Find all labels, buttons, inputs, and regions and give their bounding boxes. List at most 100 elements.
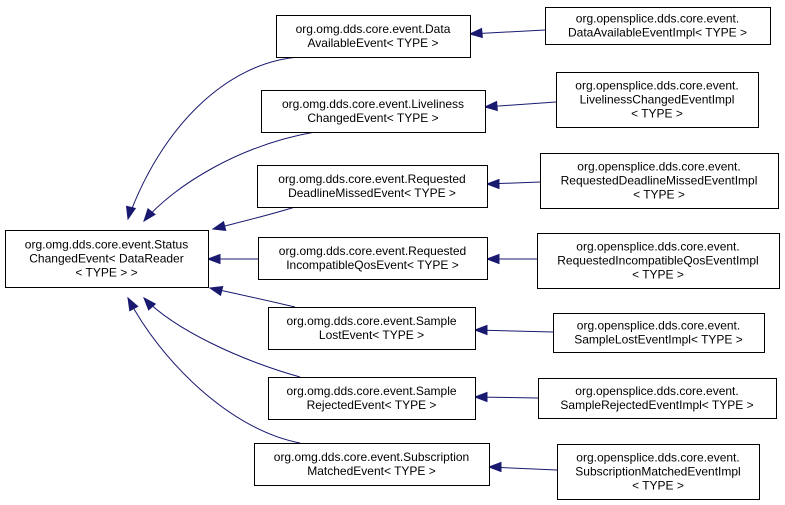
class-node-sample-lost[interactable]: org.omg.dds.core.event.SampleLostEvent< … — [268, 307, 476, 350]
inheritance-arrowhead — [473, 391, 488, 403]
class-node-deadline-impl[interactable]: org.opensplice.dds.core.event.RequestedD… — [540, 153, 779, 209]
edge-line — [209, 287, 296, 308]
class-name-line: < TYPE > > — [75, 266, 137, 280]
class-node-subscription[interactable]: org.omg.dds.core.event.SubscriptionMatch… — [254, 443, 490, 486]
class-name-line: RequestedDeadlineMissedEventImpl — [561, 174, 758, 188]
inheritance-arrowhead — [485, 178, 500, 190]
inheritance-arrowhead — [468, 27, 483, 39]
class-name-line: org.opensplice.dds.core.event. — [575, 384, 738, 398]
class-node-sample-lost-impl[interactable]: org.opensplice.dds.core.event.SampleLost… — [553, 313, 765, 353]
inheritance-arrowhead — [127, 296, 139, 312]
edge-sample-rejected-to-status — [143, 296, 301, 378]
edge-subscription-impl-to-subscription — [487, 461, 558, 473]
class-node-data-available[interactable]: org.omg.dds.core.event.DataAvailableEven… — [276, 15, 471, 58]
inheritance-arrowhead — [143, 296, 157, 311]
edge-line — [143, 297, 301, 378]
class-name-line: org.omg.dds.core.event.Sample — [286, 314, 456, 328]
class-name-line: LostEvent< TYPE > — [319, 328, 424, 342]
class-name-line: org.omg.dds.core.event.Subscription — [274, 450, 469, 464]
class-box — [538, 378, 777, 419]
inheritance-arrowhead — [206, 253, 221, 265]
class-name-line: LivelinessChangedEventImpl — [580, 93, 735, 107]
class-node-incompatible[interactable]: org.omg.dds.core.event.RequestedIncompat… — [258, 237, 488, 280]
edge-liveliness-impl-to-liveliness — [483, 100, 557, 112]
class-name-line: org.omg.dds.core.event.Requested — [278, 172, 465, 186]
class-name-line: org.opensplice.dds.core.event. — [576, 451, 739, 465]
class-box — [258, 237, 488, 280]
class-name-line: org.opensplice.dds.core.event. — [577, 160, 740, 174]
class-name-line: SampleRejectedEventImpl< TYPE > — [560, 398, 753, 412]
class-node-data-available-impl[interactable]: org.opensplice.dds.core.event.DataAvaila… — [545, 7, 771, 45]
class-node-liveliness[interactable]: org.omg.dds.core.event.LivelinessChanged… — [261, 90, 486, 133]
edge-incompatible-impl-to-incompatible — [485, 253, 537, 265]
class-name-line: < TYPE > — [631, 107, 683, 121]
class-name-line: RequestedIncompatibleQosEventImpl — [557, 254, 758, 268]
class-name-line: < TYPE > — [632, 479, 684, 493]
class-box — [553, 313, 765, 353]
class-node-sample-rejected[interactable]: org.omg.dds.core.event.SampleRejectedEve… — [268, 377, 476, 420]
edge-subscription-to-status — [127, 296, 301, 444]
class-box — [254, 443, 490, 486]
class-name-line: MatchedEvent< TYPE > — [307, 464, 436, 478]
edge-line — [474, 329, 554, 333]
class-box — [556, 72, 759, 128]
edge-sample-rejected-impl-to-sample-rejected — [473, 391, 539, 403]
class-name-line: org.omg.dds.core.event.Status — [25, 238, 188, 252]
edge-line — [143, 131, 316, 222]
edge-line — [127, 56, 301, 220]
class-name-line: < TYPE > — [633, 188, 685, 202]
class-box — [257, 165, 488, 208]
edge-line — [469, 29, 546, 35]
class-node-deadline[interactable]: org.omg.dds.core.event.RequestedDeadline… — [257, 165, 488, 208]
class-box — [545, 7, 771, 45]
edge-sample-lost-impl-to-sample-lost — [473, 324, 554, 336]
class-box — [5, 230, 209, 288]
class-name-line: org.opensplice.dds.core.event. — [575, 79, 738, 93]
edge-incompatible-to-status — [206, 253, 258, 265]
class-name-line: RejectedEvent< TYPE > — [307, 398, 437, 412]
class-box — [268, 307, 476, 350]
inheritance-arrowhead — [487, 461, 502, 473]
inheritance-arrowhead — [483, 100, 498, 112]
class-node-subscription-impl[interactable]: org.opensplice.dds.core.event.Subscripti… — [557, 444, 760, 500]
class-name-line: org.omg.dds.core.event.Liveliness — [282, 97, 464, 111]
edge-sample-lost-to-status — [208, 285, 296, 308]
nodes-layer: org.omg.dds.core.event.StatusChangedEven… — [5, 7, 780, 500]
edge-liveliness-to-status — [143, 131, 316, 223]
edge-line — [127, 297, 301, 444]
class-name-line: ChangedEvent< TYPE > — [307, 111, 438, 125]
edge-deadline-impl-to-deadline — [485, 178, 541, 190]
class-name-line: SampleLostEventImpl< TYPE > — [574, 333, 743, 347]
edge-deadline-to-status — [211, 206, 296, 232]
class-name-line: org.omg.dds.core.event.Sample — [286, 384, 456, 398]
class-name-line: org.opensplice.dds.core.event. — [576, 12, 739, 26]
class-name-line: IncompatibleQosEvent< TYPE > — [286, 258, 459, 272]
class-name-line: SubscriptionMatchedEventImpl — [575, 465, 740, 479]
class-box — [268, 377, 476, 420]
class-box — [540, 153, 779, 209]
inheritance-arrowhead — [211, 220, 227, 232]
edge-data-available-impl-to-data-available — [468, 27, 546, 39]
class-node-sample-rejected-impl[interactable]: org.opensplice.dds.core.event.SampleReje… — [538, 378, 777, 419]
class-name-line: ChangedEvent< DataReader — [29, 252, 183, 266]
class-box — [276, 15, 471, 58]
class-node-incompatible-impl[interactable]: org.opensplice.dds.core.event.RequestedI… — [537, 233, 780, 289]
edge-line — [212, 206, 296, 230]
class-name-line: DeadlineMissedEvent< TYPE > — [288, 186, 456, 200]
class-name-line: org.opensplice.dds.core.event. — [577, 319, 740, 333]
class-box — [261, 90, 486, 133]
class-name-line: org.omg.dds.core.event.Requested — [279, 244, 466, 258]
inheritance-arrowhead — [473, 324, 488, 336]
class-name-line: DataAvailableEventImpl< TYPE > — [568, 26, 747, 40]
edges-layer — [125, 27, 558, 473]
class-name-line: org.opensplice.dds.core.event. — [576, 240, 739, 254]
class-node-status[interactable]: org.omg.dds.core.event.StatusChangedEven… — [5, 230, 209, 288]
class-name-line: org.omg.dds.core.event.Data — [296, 22, 451, 36]
class-name-line: < TYPE > — [632, 268, 684, 282]
class-box — [557, 444, 760, 500]
inheritance-arrowhead — [208, 285, 224, 297]
class-node-liveliness-impl[interactable]: org.opensplice.dds.core.event.Liveliness… — [556, 72, 759, 128]
class-box — [537, 233, 780, 289]
inheritance-arrowhead — [125, 205, 137, 221]
